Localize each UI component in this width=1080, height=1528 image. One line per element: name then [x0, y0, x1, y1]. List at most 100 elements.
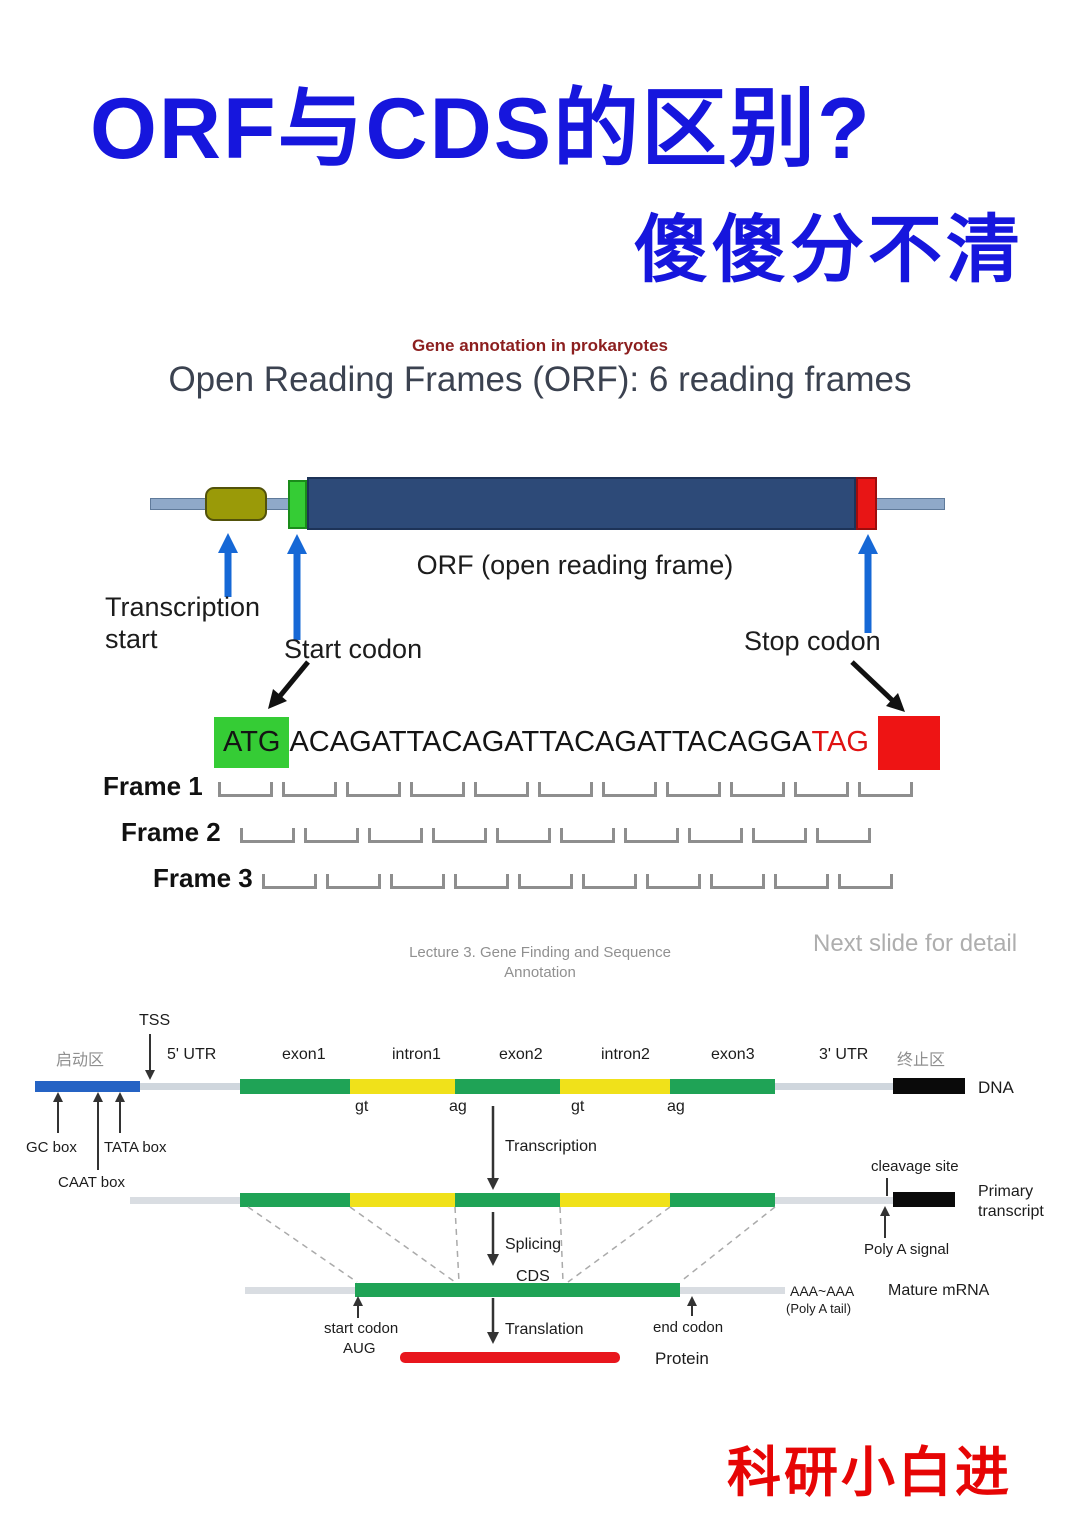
splice-ag1: ag — [449, 1098, 467, 1115]
sequence-middle: ACAGATTACAGATTACAGATTACAGGA — [289, 725, 812, 758]
transcription-label: Transcription — [505, 1138, 597, 1155]
poly-a-signal-label: Poly A signal — [864, 1241, 950, 1258]
pt-exon1 — [240, 1193, 350, 1207]
codon-bracket — [262, 874, 317, 889]
start-codon-aug-label: start codon — [324, 1320, 399, 1337]
poly-a-tail-text: (Poly A tail) — [786, 1301, 852, 1316]
codon-bracket — [474, 782, 529, 797]
codon-bracket — [688, 828, 743, 843]
pt-exon3 — [670, 1193, 775, 1207]
cleavage-site-label: cleavage site — [871, 1158, 959, 1175]
stop-codon-arrow — [858, 534, 878, 633]
region-label-exon2: exon2 — [499, 1046, 543, 1063]
pt-intron2 — [560, 1193, 670, 1207]
codon-bracket — [240, 828, 295, 843]
primary-transcript-label: Primary transcript — [978, 1183, 1044, 1220]
codon-bracket — [326, 874, 381, 889]
codon-bracket — [496, 828, 551, 843]
end-codon-label: end codon — [653, 1319, 724, 1336]
protein-bar — [400, 1352, 620, 1363]
stop-codon-label: Stop codon — [744, 626, 881, 656]
codon-bracket — [390, 874, 445, 889]
stop-codon-pointer-arrow — [850, 660, 905, 712]
region-label-promoter: 启动区 — [56, 1052, 105, 1069]
dna-terminator — [893, 1078, 965, 1094]
codon-bracket — [304, 828, 359, 843]
codon-bracket — [282, 782, 337, 797]
codon-bracket — [432, 828, 487, 843]
tata-box-label: TATA box — [104, 1139, 167, 1156]
dna-intron2 — [560, 1079, 670, 1094]
start-codon-pointer-arrow — [268, 660, 310, 709]
sequence-start-codon: ATG — [214, 716, 290, 768]
start-codon-label: Start codon — [284, 634, 423, 664]
aug-label: AUG — [343, 1340, 376, 1357]
stop-codon-box — [878, 716, 940, 770]
translation-label: Translation — [505, 1321, 584, 1338]
pt-terminator — [893, 1192, 955, 1207]
gc-box-arrow — [53, 1092, 63, 1133]
dna-label: DNA — [978, 1078, 1014, 1097]
splicing-down-arrow — [487, 1212, 499, 1266]
codon-bracket — [346, 782, 401, 797]
main-title: ORF与CDS的区别? — [90, 81, 872, 177]
tss-arrow — [145, 1034, 155, 1080]
region-label-intron2: intron2 — [601, 1046, 650, 1063]
caat-box-label: CAAT box — [58, 1174, 125, 1191]
codon-bracket — [794, 782, 849, 797]
lecture-caption-line2: Annotation — [504, 964, 576, 981]
end-codon-up-arrow — [687, 1296, 697, 1316]
codon-bracket — [560, 828, 615, 843]
sub-title: 傻傻分不清 — [634, 208, 1024, 291]
sequence-stop-codon: TAG — [811, 725, 869, 758]
lecture-caption-line1: Lecture 3. Gene Finding and Sequence — [409, 944, 671, 961]
codon-bracket — [730, 782, 785, 797]
codon-bracket — [368, 828, 423, 843]
next-slide-note: Next slide for detail — [813, 930, 1018, 957]
start-codon-up-arrow — [353, 1296, 363, 1318]
dna-exon1 — [240, 1079, 350, 1094]
mature-mrna-label: Mature mRNA — [888, 1282, 990, 1299]
start-codon-arrow — [287, 534, 307, 640]
orf-bar — [307, 477, 856, 530]
splice-gt1: gt — [355, 1098, 369, 1115]
tss-label: TSS — [139, 1012, 171, 1029]
codon-bracket — [410, 782, 465, 797]
footer-text: 科研小白进 — [727, 1443, 1012, 1503]
codon-bracket — [624, 828, 679, 843]
poly-a-text: AAA~AAA — [790, 1283, 855, 1299]
mrna-cds-block — [355, 1283, 680, 1297]
codon-bracket — [838, 874, 893, 889]
region-label-intron1: intron1 — [392, 1046, 441, 1063]
codon-bracket — [602, 782, 657, 797]
region-label-5utr: 5' UTR — [167, 1046, 217, 1063]
slide1-heading: Open Reading Frames (ORF): 6 reading fra… — [168, 360, 912, 399]
caat-box-arrow — [93, 1092, 103, 1170]
transcription-start-arrow — [218, 533, 238, 597]
dna-exon2 — [455, 1079, 560, 1094]
translation-down-arrow — [487, 1298, 499, 1344]
codon-bracket — [538, 782, 593, 797]
promoter-cylinder — [205, 487, 267, 521]
frame1-brackets — [218, 782, 922, 797]
tata-box-arrow — [115, 1092, 125, 1133]
codon-bracket — [518, 874, 573, 889]
frame2-brackets — [240, 828, 880, 843]
codon-bracket — [774, 874, 829, 889]
codon-bracket — [218, 782, 273, 797]
splice-gt2: gt — [571, 1098, 585, 1115]
poly-a-signal-arrow — [880, 1206, 890, 1238]
orf-label: ORF (open reading frame) — [416, 550, 734, 580]
splice-ag2: ag — [667, 1098, 685, 1115]
pt-exon2 — [455, 1193, 560, 1207]
region-label-exon3: exon3 — [711, 1046, 755, 1063]
region-label-terminator: 终止区 — [897, 1052, 946, 1069]
frame2-label: Frame 2 — [121, 817, 221, 847]
cds-label: CDS — [516, 1268, 550, 1285]
pt-intron1 — [350, 1193, 455, 1207]
stop-codon-bar — [856, 477, 877, 530]
codon-bracket — [582, 874, 637, 889]
codon-bracket — [858, 782, 913, 797]
